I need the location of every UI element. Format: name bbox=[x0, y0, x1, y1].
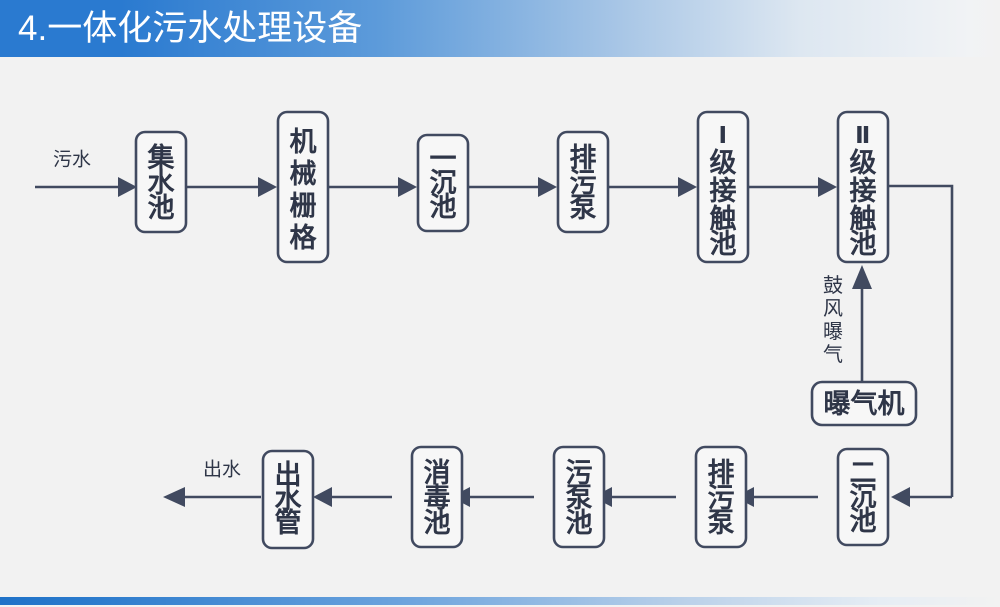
node-outlet-pipe-char-0: 出 bbox=[275, 460, 302, 490]
node-contact-tank-2[interactable]: Ⅱ 级 接 触 池 bbox=[836, 110, 890, 264]
node-outlet-pipe-char-2: 管 bbox=[275, 508, 302, 538]
edge-n1-to-n2 bbox=[187, 177, 277, 197]
node-collection-tank-char-2: 池 bbox=[148, 193, 175, 223]
node-contact-tank-2-char-4: 池 bbox=[850, 229, 877, 259]
node-aerator[interactable]: 曝气机 bbox=[810, 380, 918, 427]
node-secondary-sedimentation-tank-char-1: 沉 bbox=[850, 482, 877, 512]
edge-n3-to-n4 bbox=[469, 177, 557, 197]
edge-inlet-to-n1 bbox=[35, 177, 137, 197]
node-sewage-pump-top-char-2: 泵 bbox=[570, 193, 597, 223]
node-primary-sedimentation-tank[interactable]: 一 沉 池 bbox=[416, 133, 470, 233]
edge-n5-to-n6 bbox=[748, 177, 837, 197]
node-secondary-sedimentation-tank-char-2: 池 bbox=[850, 506, 877, 536]
edge-n6-to-n8-elbow bbox=[888, 184, 954, 507]
node-contact-tank-1-char-2: 接 bbox=[710, 176, 737, 206]
node-sewage-pump-bottom[interactable]: 排 污 泵 bbox=[694, 445, 748, 549]
node-outlet-pipe-char-1: 水 bbox=[275, 484, 303, 514]
node-secondary-sedimentation-tank-char-0: 二 bbox=[850, 458, 877, 488]
node-sludge-pump-tank[interactable]: 污 泵 池 bbox=[552, 445, 606, 549]
node-mechanical-grille-char-2: 栅 bbox=[290, 191, 317, 221]
node-mechanical-grille-char-1: 械 bbox=[290, 159, 317, 189]
edge-n8-to-n9 bbox=[735, 487, 818, 507]
edge-n9-to-n10 bbox=[593, 487, 676, 507]
node-collection-tank-char-1: 水 bbox=[148, 168, 176, 198]
aeration-char-3: 气 bbox=[823, 343, 843, 366]
node-primary-sedimentation-tank-char-0: 一 bbox=[430, 144, 457, 174]
flowchart-diagram: 污水 bbox=[0, 57, 1000, 597]
node-sludge-pump-tank-char-0: 污 bbox=[566, 458, 593, 488]
node-primary-sedimentation-tank-char-1: 沉 bbox=[430, 168, 457, 198]
node-sewage-pump-bottom-char-0: 排 bbox=[708, 458, 735, 488]
edge-n10-to-n11 bbox=[451, 487, 534, 507]
node-disinfection-tank-char-1: 毒 bbox=[424, 483, 451, 513]
node-sewage-pump-top[interactable]: 排 污 泵 bbox=[556, 130, 610, 234]
node-contact-tank-1-char-4: 池 bbox=[710, 229, 737, 259]
node-aerator-label: 曝气机 bbox=[824, 389, 905, 419]
edge-n12-to-outlet bbox=[163, 487, 261, 507]
node-sewage-pump-bottom-char-2: 泵 bbox=[708, 508, 735, 538]
aeration-char-2: 曝 bbox=[823, 321, 843, 343]
node-collection-tank-char-0: 集 bbox=[147, 142, 176, 173]
node-sludge-pump-tank-char-1: 泵 bbox=[566, 483, 593, 513]
node-sewage-pump-bottom-char-1: 污 bbox=[708, 483, 735, 513]
slide-footer-bar bbox=[0, 597, 1000, 605]
aeration-char-0: 鼓 bbox=[823, 274, 843, 297]
edge-n11-to-n12 bbox=[313, 487, 392, 507]
node-contact-tank-1-char-3: 触 bbox=[710, 204, 737, 234]
node-collection-tank[interactable]: 集 水 池 bbox=[134, 130, 188, 234]
node-contact-tank-2-char-0: Ⅱ bbox=[855, 122, 871, 148]
node-contact-tank-2-char-1: 级 bbox=[850, 147, 877, 178]
node-mechanical-grille-char-3: 格 bbox=[290, 223, 318, 253]
node-mechanical-grille[interactable]: 机 械 栅 格 bbox=[276, 110, 330, 264]
node-sewage-pump-top-char-1: 污 bbox=[570, 168, 597, 198]
node-sludge-pump-tank-char-2: 池 bbox=[566, 508, 593, 538]
node-secondary-sedimentation-tank[interactable]: 二 沉 池 bbox=[836, 447, 890, 547]
node-disinfection-tank-char-0: 消 bbox=[424, 458, 451, 488]
node-primary-sedimentation-tank-char-2: 池 bbox=[430, 192, 457, 222]
edge-n2-to-n3 bbox=[329, 177, 417, 197]
aeration-char-1: 风 bbox=[823, 298, 843, 320]
edge-aerator-to-n6 bbox=[852, 265, 872, 381]
edge-label-inlet: 污水 bbox=[53, 149, 91, 171]
page-title: 4.一体化污水处理设备 bbox=[18, 9, 363, 48]
node-disinfection-tank-char-2: 池 bbox=[424, 508, 451, 538]
edge-label-outlet: 出水 bbox=[203, 459, 241, 481]
edge-n4-to-n5 bbox=[609, 177, 697, 197]
node-disinfection-tank[interactable]: 消 毒 池 bbox=[410, 445, 464, 549]
node-contact-tank-1-char-1: 级 bbox=[710, 147, 737, 178]
node-contact-tank-1[interactable]: Ⅰ 级 接 触 池 bbox=[696, 110, 750, 264]
edge-label-aeration: 鼓 风 曝 气 bbox=[823, 274, 843, 366]
node-contact-tank-1-char-0: Ⅰ bbox=[718, 122, 727, 148]
slide-header-bar: 4.一体化污水处理设备 bbox=[0, 0, 1000, 57]
node-mechanical-grille-char-0: 机 bbox=[290, 127, 317, 157]
flowchart-svg: 污水 bbox=[35, 110, 954, 550]
node-contact-tank-2-char-3: 触 bbox=[850, 204, 877, 234]
node-contact-tank-2-char-2: 接 bbox=[850, 176, 877, 206]
node-outlet-pipe[interactable]: 出 水 管 bbox=[261, 449, 315, 550]
node-sewage-pump-top-char-0: 排 bbox=[570, 143, 597, 173]
